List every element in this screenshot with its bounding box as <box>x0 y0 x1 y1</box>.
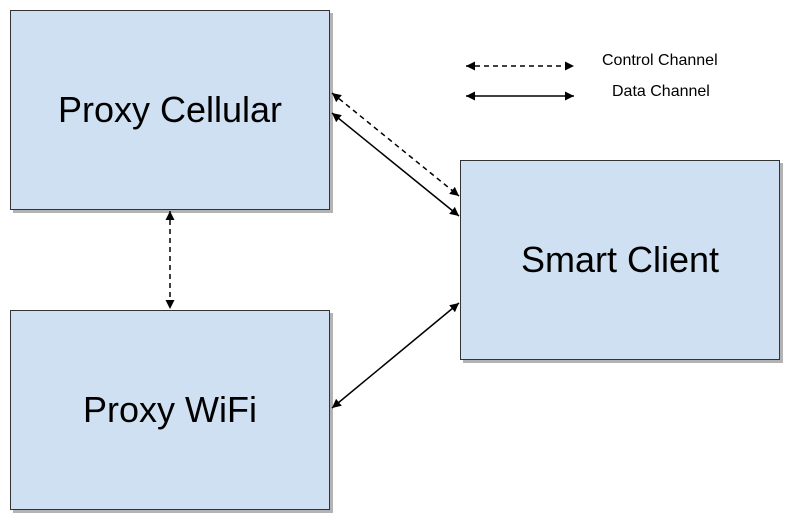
proxy-cellular-label: Proxy Cellular <box>57 89 283 130</box>
edge-cellular-client-control <box>331 92 460 197</box>
edge-wifi-client-data <box>331 302 460 409</box>
smart-client-label: Smart Client <box>520 239 720 280</box>
proxy-wifi-node: Proxy WiFi <box>10 310 330 510</box>
edge-cellular-client-data <box>331 112 460 217</box>
proxy-wifi-label: Proxy WiFi <box>83 389 257 430</box>
smart-client-node: Smart Client <box>460 160 780 360</box>
legend-control-channel-label: Control Channel <box>602 52 718 69</box>
proxy-cellular-node: Proxy Cellular <box>10 10 330 210</box>
legend-data-channel-label: Data Channel <box>612 83 710 100</box>
